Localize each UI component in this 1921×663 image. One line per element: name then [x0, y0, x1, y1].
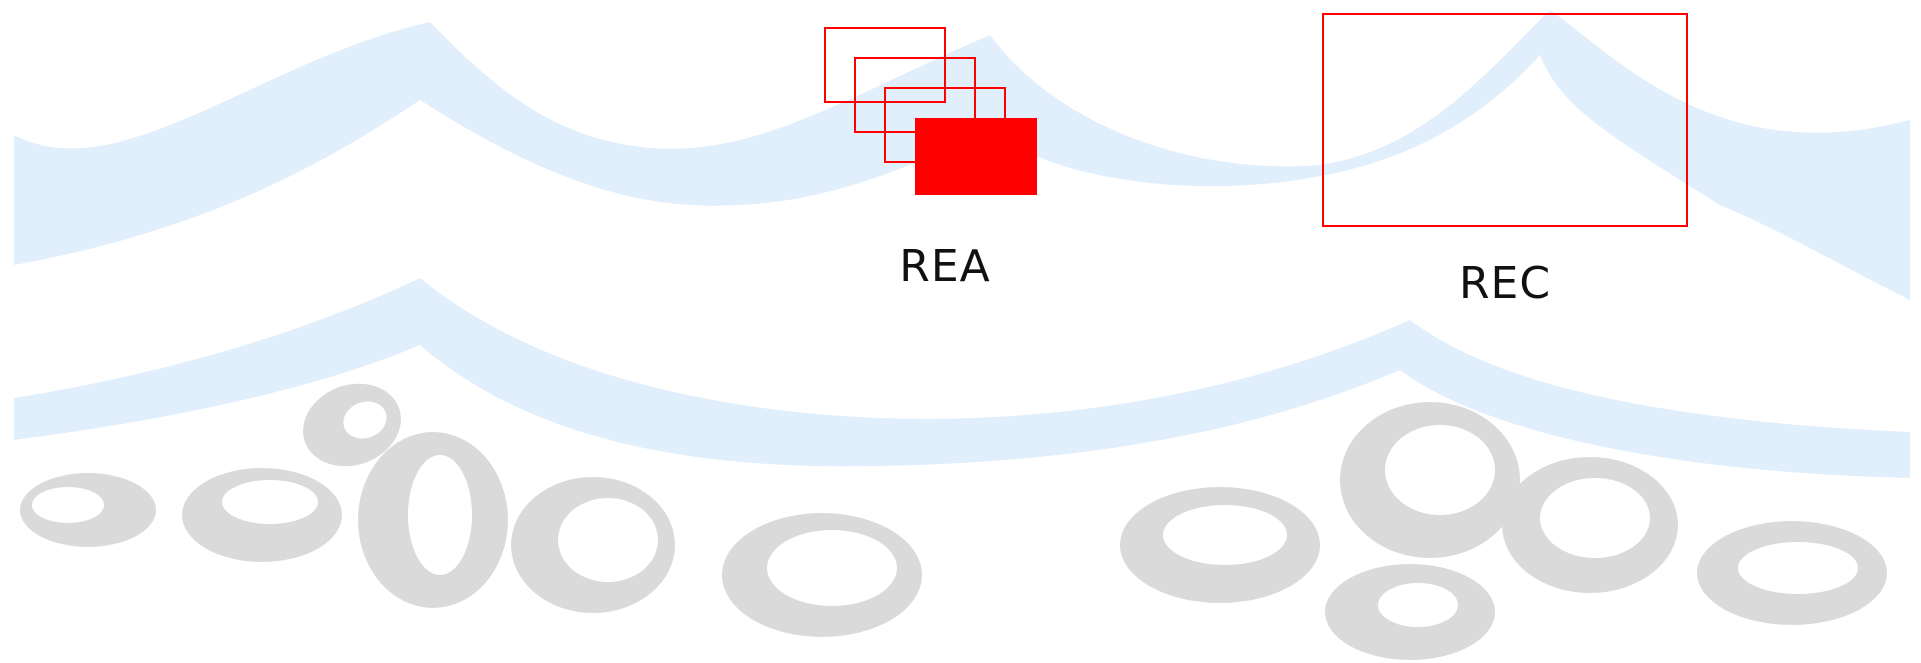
stones-watermark — [20, 383, 1887, 660]
stone — [182, 468, 342, 562]
stone — [1325, 564, 1495, 660]
rec-frame — [1322, 13, 1688, 227]
stone — [303, 383, 401, 467]
rec-label: REC — [1458, 258, 1552, 309]
stone — [358, 432, 508, 608]
wave-watermark — [14, 10, 1910, 478]
rea-symbol — [824, 27, 1037, 195]
wave-upper — [14, 10, 1910, 300]
wave-lower — [14, 278, 1910, 478]
wave-accent-left — [14, 180, 90, 255]
stone — [1340, 402, 1520, 558]
wave-accent-right — [1760, 130, 1880, 200]
stone — [1697, 521, 1887, 625]
stone — [722, 513, 922, 637]
stone — [20, 473, 156, 547]
rea-filled-rect — [915, 118, 1037, 195]
stone — [1502, 457, 1678, 593]
stone — [1120, 487, 1320, 603]
stone — [511, 477, 675, 613]
rea-label: REA — [899, 241, 991, 292]
